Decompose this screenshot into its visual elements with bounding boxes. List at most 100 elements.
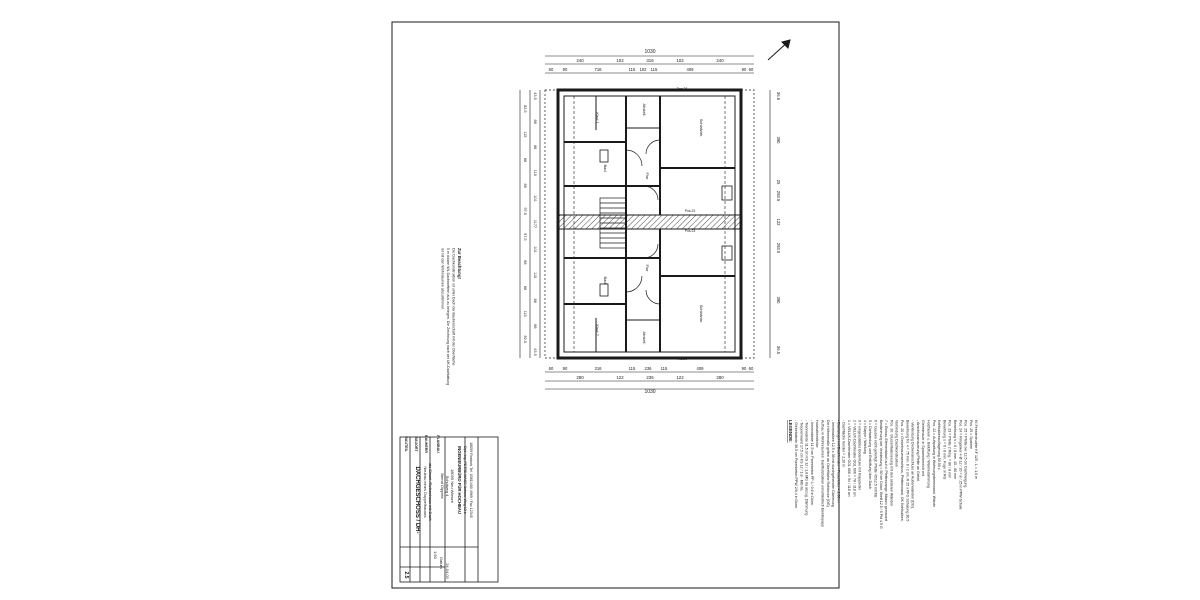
- legend-line: 4 = Klappe / Wartung: [863, 420, 867, 454]
- dim-left: 88: [523, 286, 527, 290]
- dim-right: 25: [776, 180, 781, 185]
- room-label: Kind 1: [595, 112, 600, 124]
- tb-office: Dipl.-Ing. PETRE MASS Unterer Weg 13 b: [463, 446, 467, 514]
- tb-office: 18059 Rostock Tel. 0381/400 4969 / Fax 1…: [469, 442, 473, 517]
- dim-top: 115: [629, 67, 636, 72]
- dim-bottom: 316: [595, 366, 603, 371]
- dim-right: 36.5: [776, 346, 781, 355]
- legend-line: Holzbalkendecke:: [815, 420, 819, 448]
- dim-bottom-overall: 1030: [644, 389, 655, 395]
- legend-line: Verbindung Dachkonstruktion: [895, 420, 899, 467]
- tb-field: Datum: [439, 557, 444, 569]
- dim-left: 43.5: [533, 348, 537, 355]
- dim-left: 88: [533, 119, 537, 123]
- legend-line: - Innenbalken 12,5 x 36 mit durchgehende…: [831, 420, 835, 507]
- dim-left: 115: [523, 131, 527, 137]
- legend-line: - Verkleidung Deckenanschluss an Außenwä…: [911, 420, 915, 509]
- note-block: Zur Beachtung! Die Dachkonstruktion ist …: [441, 248, 463, 385]
- legend-line: Bewehrung s = 6 / 8 mm, 45 - 80 mm: [953, 420, 957, 479]
- door-swing: [625, 275, 643, 293]
- legend-line: 5 = Dreiwandung und Entlüftung über Dach: [868, 420, 872, 489]
- room-label: Abstell.: [642, 331, 647, 344]
- legend-line: - Innenwände 11,5 cm Porenbeton PP 4 / 0…: [810, 420, 814, 506]
- dim-top: 316: [646, 58, 654, 63]
- door-swing: [643, 243, 659, 259]
- legend-line: Pos. 25 = Sparren: [969, 420, 973, 449]
- room-label: Kind 2: [595, 324, 600, 336]
- dim-left: 43.5: [533, 92, 537, 99]
- dim-right: 36.5: [776, 92, 781, 101]
- legend-line: - Trennwände 11,5 cm KS 12 / 1,8 MG IIa …: [805, 420, 809, 515]
- dim-top: 240: [716, 58, 724, 63]
- room-label: Abstell.: [642, 103, 647, 116]
- dim-top: 60: [749, 67, 754, 72]
- legend-line: 6 = Gauben nicht gefertigt, Pfette 45/12…: [874, 420, 878, 498]
- dim-top: 240: [576, 58, 584, 63]
- tb-project: als Einzel-/Reihenhaus mit Dach: [428, 463, 433, 521]
- room-label: Schlafzim.: [699, 119, 704, 137]
- legend-line: 2 = VELUX-Dachfenster GGL 606 = 78 / 118…: [852, 420, 856, 497]
- dim-left: 88: [533, 145, 537, 149]
- dim-left: 88: [523, 260, 527, 264]
- door-swing: [645, 139, 661, 155]
- legend-block: LEGENDE: - Giebelwände 36,5 cm Porenbeto…: [788, 420, 978, 529]
- legend-line: Kf-Fensterleuchte KF 125 - L = 1,0 m: [974, 420, 978, 479]
- pos-label: Pos.20: [677, 357, 688, 361]
- room-label: Bad: [603, 276, 608, 283]
- pos-label: Pos.20: [677, 87, 688, 91]
- legend-line: Giebelmauer in Sparrenbereich mit: [921, 420, 925, 476]
- dim-bottom: 90: [563, 366, 568, 371]
- tb-header: PLANBAU: [436, 435, 440, 453]
- tb-header: BAUHERR: [424, 435, 428, 453]
- legend-line: Die Höhenmaße gelten ab Oberfläche Rohde…: [826, 420, 830, 507]
- dim-bottom: 115: [629, 366, 636, 371]
- tb-field: 1:50: [433, 551, 438, 560]
- dim-bottom: 60: [549, 366, 554, 371]
- room-label: Schlafzim.: [699, 305, 704, 323]
- dim-bottom: 236: [646, 375, 654, 380]
- tb-drawing-title: DACHGESCHOSS / DH-: [414, 466, 420, 533]
- dim-right: 293.5: [776, 243, 781, 254]
- legend-line: - Anschlussmauerung Pfette an Giebel: [916, 420, 920, 482]
- dim-top: 90: [742, 67, 747, 72]
- dimension-lines: [519, 55, 771, 390]
- dim-left: 97.5: [523, 233, 527, 240]
- tb-sheet-no: 2.5: [403, 572, 409, 579]
- door-swing: [643, 185, 659, 201]
- room-label: Flur: [645, 173, 650, 181]
- door-swing: [645, 289, 661, 305]
- dim-bottom: 236: [645, 366, 653, 371]
- legend-line: - Dachfläche fenster = 2,20 m: [842, 420, 846, 467]
- dim-top: 102: [616, 58, 624, 63]
- dim-right: 390: [776, 297, 781, 305]
- dim-top: 102: [676, 58, 684, 63]
- note-title: Zur Beachtung!: [457, 248, 462, 279]
- dim-right: 293.5: [776, 191, 781, 202]
- staircase: [599, 197, 627, 249]
- dim-top: 102: [640, 67, 648, 72]
- floor-plan: [544, 88, 755, 360]
- tb-client: 18055 Neu Wiesen: [450, 469, 455, 503]
- dim-bottom: 122: [616, 375, 624, 380]
- dim-bottom: 60: [749, 366, 754, 371]
- dim-bottom: 280: [576, 375, 584, 380]
- door-swing: [625, 149, 643, 167]
- legend-line: 1 = VELUX-Dachfenster GGL 606 = 94 / 118…: [847, 420, 851, 497]
- tb-office: INGENIEURBÜRO FÜR HOCHBAU: [457, 446, 462, 514]
- legend-line: - Treppenwand 17,5 cm KS 12 / 1,8 - MG I…: [799, 420, 803, 491]
- legend-line: Bewehrung Nr. 4 = 75 mm, 6 / 2 cm, R 25 …: [905, 420, 909, 521]
- title-block: [399, 436, 499, 583]
- legend-line: Pos. 24 = Ringanker 4 Ø 12 / 20 = 8 / 25…: [958, 420, 962, 510]
- pos-label: Pos.23: [685, 209, 696, 213]
- legend-line: Holzfasern u. Belüftung / Wärmedämmung: [927, 420, 931, 488]
- legend-line: 3 = eingespätztes Bodenluke mit Klapplei…: [858, 420, 862, 491]
- dim-left: 101: [533, 195, 537, 201]
- north-arrow: [767, 39, 791, 61]
- roof-window: [721, 185, 733, 201]
- roof-window: [599, 283, 609, 297]
- dim-left: 82.5: [523, 336, 527, 343]
- roof-window: [721, 245, 733, 261]
